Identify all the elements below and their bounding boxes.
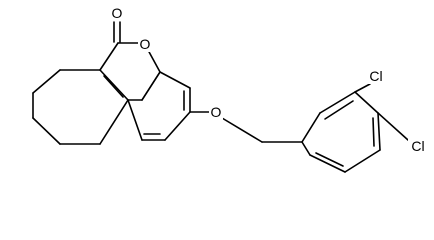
carbonyl-oxygen-label: O — [112, 5, 123, 21]
chlorine-meta-label: Cl — [369, 68, 382, 84]
ring-oxygen-label: O — [140, 36, 151, 52]
atom-labels: O O O Cl Cl — [110, 4, 428, 154]
dichlorophenyl-ring — [301, 83, 409, 173]
chemical-structure-diagram: O O O Cl Cl — [32, 4, 428, 173]
ether-linkage — [189, 111, 303, 143]
ether-oxygen-label: O — [211, 104, 222, 120]
benzene-ring-central — [127, 71, 191, 141]
cyclohexene-ring — [32, 69, 129, 145]
lactone-ring — [99, 21, 161, 101]
chlorine-para-label: Cl — [411, 138, 424, 154]
